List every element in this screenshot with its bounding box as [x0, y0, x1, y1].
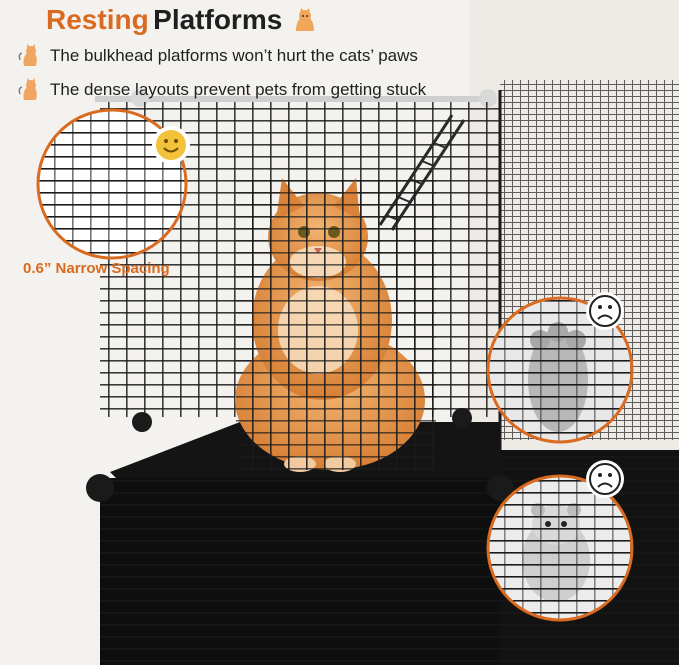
happy-face-icon — [152, 126, 190, 164]
hamster-zoom-circle — [486, 474, 634, 622]
title-accent: Resting — [46, 4, 149, 35]
cat-paw-icon — [18, 78, 37, 100]
spacing-zoom-circle — [36, 108, 188, 260]
spacing-label: 0.6” Narrow Spacing — [23, 260, 170, 277]
page-title: Resting Platforms — [46, 4, 282, 36]
feature-text: The bulkhead platforms won’t hurt the ca… — [50, 46, 418, 65]
cat-mascot-icon — [296, 8, 315, 31]
sad-face-icon — [586, 292, 624, 330]
paw-zoom-circle — [486, 296, 634, 444]
feature-bullet: The bulkhead platforms won’t hurt the ca… — [18, 44, 418, 68]
cat-illustration — [235, 178, 436, 472]
sad-face-icon — [586, 460, 624, 498]
section-header: Resting Platforms — [46, 4, 318, 36]
cat-paw-icon — [18, 44, 37, 66]
feature-bullet: The dense layouts prevent pets from gett… — [18, 78, 426, 102]
feature-text: The dense layouts prevent pets from gett… — [50, 80, 427, 99]
title-rest: Platforms — [153, 4, 283, 35]
